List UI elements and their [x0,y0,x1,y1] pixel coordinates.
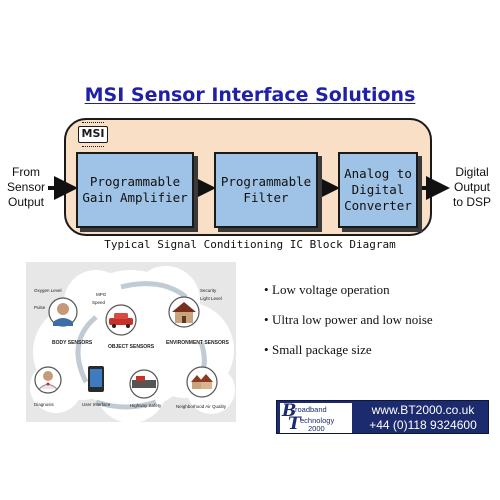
input-label: From Sensor Output [6,165,46,209]
label-environment-sensors: ENVIRONMENT SENSORS [166,340,229,346]
label-oxygen-level: Oxygen Level [34,288,62,293]
phone-number: +44 (0)118 9324600 [369,418,477,432]
car-icon [105,304,137,336]
contact-banner: B roadband T echnology 2000 www.BT2000.c… [276,400,489,434]
feature-item: •Low voltage operation [264,282,390,297]
msi-logo: MSI [78,122,108,147]
doctor-icon [34,366,62,394]
label-diagnosis: Diagnosis [34,402,55,407]
label-object-sensors: OBJECT SENSORS [108,344,155,350]
bt2000-logo: B roadband T echnology 2000 [280,403,352,433]
feature-item: •Ultra low power and low noise [264,312,433,327]
highway-icon [129,369,159,399]
label-user-interface: User Interface [82,402,111,407]
label-security: Security [200,288,217,293]
page-title: MSI Sensor Interface Solutions [84,84,416,106]
adc-block: Analog to Digital Converter [338,152,418,228]
output-label: Digital Output to DSP [452,165,491,209]
neighborhood-icon [186,366,218,398]
website-link[interactable]: www.BT2000.co.uk [371,403,475,417]
feature-item: •Small package size [264,342,372,357]
gain-amplifier-block: Programmable Gain Amplifier [76,152,194,228]
label-highway-safety: Highway Safety [130,403,162,408]
person-icon [48,297,78,327]
label-pulse: Pulse [34,305,46,310]
phone-device-icon [88,366,104,392]
house-icon [168,296,200,328]
label-mpg: MPG [96,292,107,297]
diagram-caption: Typical Signal Conditioning IC Block Dia… [104,238,396,251]
feature-list: •Low voltage operation •Ultra low power … [264,282,500,372]
filter-block: Programmable Filter [214,152,318,228]
label-body-sensors: BODY SENSORS [52,340,93,346]
label-light-level: Light Level [200,296,222,301]
sensor-illustration: Oxygen Level Pulse MPG Speed Security Li… [26,262,236,422]
label-neighborhood-air-quality: Neighborhood Air Quality [176,404,227,409]
label-speed: Speed [92,300,106,305]
